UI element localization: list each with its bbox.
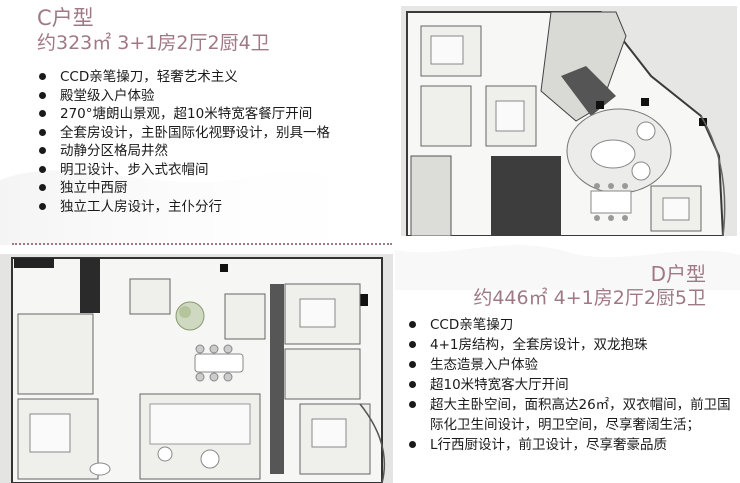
c-floor-plan-drawing <box>401 6 737 236</box>
feature-text: 4+1房结构，全套房设计，双龙抱珠 <box>430 337 648 353</box>
feature-text: 明卫设计、步入式衣帽间 <box>60 161 209 178</box>
list-item: 动静分区格局井然 <box>36 142 396 161</box>
d-unit-feature-list: CCD亲笔操刀 4+1房结构，全套房设计，双龙抱珠 生态造景入户体验 超10米特… <box>406 315 736 455</box>
bullet-icon <box>39 128 46 136</box>
bullet-icon <box>39 184 46 191</box>
feature-text: 超大主卧空间，面积高达26㎡，双衣帽间，前卫国际化卫生间设计，明卫空间，尽享奢阔… <box>430 397 731 433</box>
bullet-icon <box>39 165 46 173</box>
list-item: CCD亲笔操刀，轻奢艺术主义 <box>36 68 396 87</box>
list-item: 超大主卧空间，面积高达26㎡，双衣帽间，前卫国际化卫生间设计，明卫空间，尽享奢阔… <box>406 395 736 435</box>
list-item: 4+1房结构，全套房设计，双龙抱珠 <box>406 335 736 355</box>
feature-text: 独立中西厨 <box>60 180 128 196</box>
d-floor-plan-drawing <box>0 254 393 483</box>
list-item: L行西厨设计，前卫设计，尽享奢豪品质 <box>406 435 736 455</box>
bullet-icon <box>409 401 416 408</box>
list-item: 超10米特宽客大厅开间 <box>406 375 736 395</box>
feature-text: 独立工人房设计，主仆分行 <box>60 198 222 215</box>
bullet-icon <box>39 91 46 99</box>
c-unit-feature-list: CCD亲笔操刀，轻奢艺术主义 殿堂级入户体验 270°塘朗山景观，超10米特宽客… <box>36 68 396 216</box>
bullet-icon <box>39 110 46 117</box>
feature-text: 超10米特宽客大厅开间 <box>430 377 569 393</box>
feature-text: CCD亲笔操刀，轻奢艺术主义 <box>60 69 238 85</box>
list-item: 270°塘朗山景观，超10米特宽客餐厅开间 <box>36 105 396 124</box>
bullet-icon <box>39 73 46 80</box>
d-unit-floor-plan <box>0 254 393 483</box>
list-item: 生态造景入户体验 <box>406 355 736 375</box>
list-item: 独立工人房设计，主仆分行 <box>36 198 396 217</box>
c-unit-spec: 约323㎡ 3+1房2厅2厨4卫 <box>37 32 270 54</box>
feature-text: 殿堂级入户体验 <box>60 87 155 104</box>
bullet-icon <box>409 361 416 368</box>
bullet-icon <box>409 321 416 328</box>
bullet-icon <box>409 341 416 348</box>
bullet-icon <box>39 202 46 210</box>
list-item: 独立中西厨 <box>36 179 396 198</box>
c-unit-name: C户型 <box>37 6 94 30</box>
feature-text: 270°塘朗山景观，超10米特宽客餐厅开间 <box>60 106 313 122</box>
feature-text: 全套房设计，主卧国际化视野设计，别具一格 <box>60 124 330 141</box>
bullet-icon <box>409 441 416 448</box>
d-unit-spec: 约446㎡ 4+1房2厅2厨5卫 <box>473 287 706 309</box>
feature-text: 动静分区格局井然 <box>60 143 168 159</box>
feature-text: L行西厨设计，前卫设计，尽享奢豪品质 <box>430 437 668 453</box>
d-unit-name: D户型 <box>650 262 706 286</box>
list-item: 殿堂级入户体验 <box>36 87 396 106</box>
list-item: CCD亲笔操刀 <box>406 315 736 335</box>
bullet-icon <box>409 381 416 388</box>
feature-text: CCD亲笔操刀 <box>430 317 514 333</box>
section-divider <box>12 243 392 245</box>
c-unit-floor-plan <box>401 6 737 236</box>
list-item: 明卫设计、步入式衣帽间 <box>36 161 396 180</box>
feature-text: 生态造景入户体验 <box>430 357 538 373</box>
list-item: 全套房设计，主卧国际化视野设计，别具一格 <box>36 124 396 143</box>
bullet-icon <box>39 147 46 154</box>
